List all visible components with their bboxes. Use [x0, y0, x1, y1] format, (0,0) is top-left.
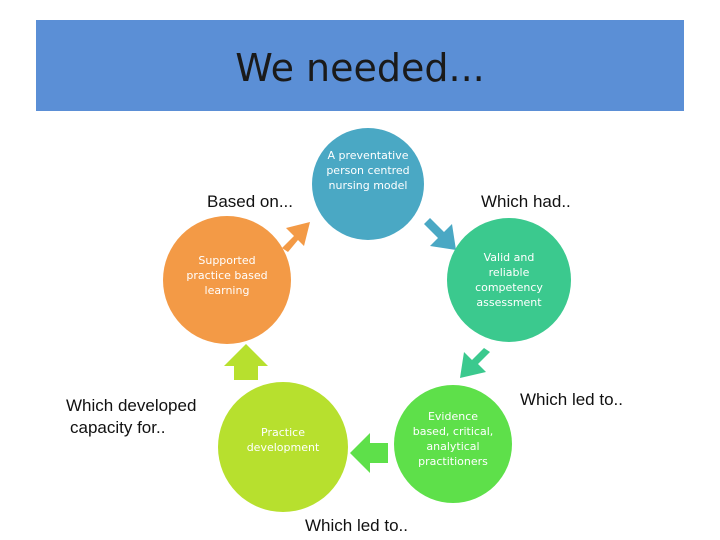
node-evidence-text: Evidence based, critical, analytical pra…: [412, 410, 494, 468]
arrow-competency-to-evidence: [460, 348, 490, 378]
label-which-developed: Which developed capacity for..: [66, 395, 196, 439]
node-competency-assessment: Valid and reliable competency assessment: [447, 218, 571, 342]
node-practice-text: Practice development: [246, 426, 320, 454]
node-nursing-model-text: A preventative person centred nursing mo…: [326, 148, 410, 192]
label-which-developed-line2: capacity for..: [70, 418, 166, 437]
label-which-led-to-bottom: Which led to..: [305, 516, 408, 535]
title-banner: We needed...: [36, 20, 684, 111]
node-learning-text: Supported practice based learning: [186, 253, 268, 297]
label-based-on: Based on...: [207, 192, 294, 211]
arrow-model-to-competency: [424, 218, 456, 250]
arrow-practice-to-learning: [224, 344, 268, 380]
label-which-developed-line1: Which developed: [66, 396, 197, 415]
node-nursing-model: A preventative person centred nursing mo…: [312, 128, 424, 240]
label-which-had: Which had..: [481, 192, 571, 211]
node-practice-development: Practice development: [218, 382, 348, 512]
arrow-evidence-to-practice: [350, 433, 388, 473]
slide-title: We needed...: [235, 46, 485, 90]
arrow-learning-to-model: [282, 222, 310, 252]
node-evidence-practitioners: Evidence based, critical, analytical pra…: [394, 385, 512, 503]
label-which-led-to-right: Which led to..: [520, 390, 623, 409]
node-competency-text: Valid and reliable competency assessment: [475, 251, 543, 309]
node-supported-learning: Supported practice based learning: [163, 216, 291, 344]
